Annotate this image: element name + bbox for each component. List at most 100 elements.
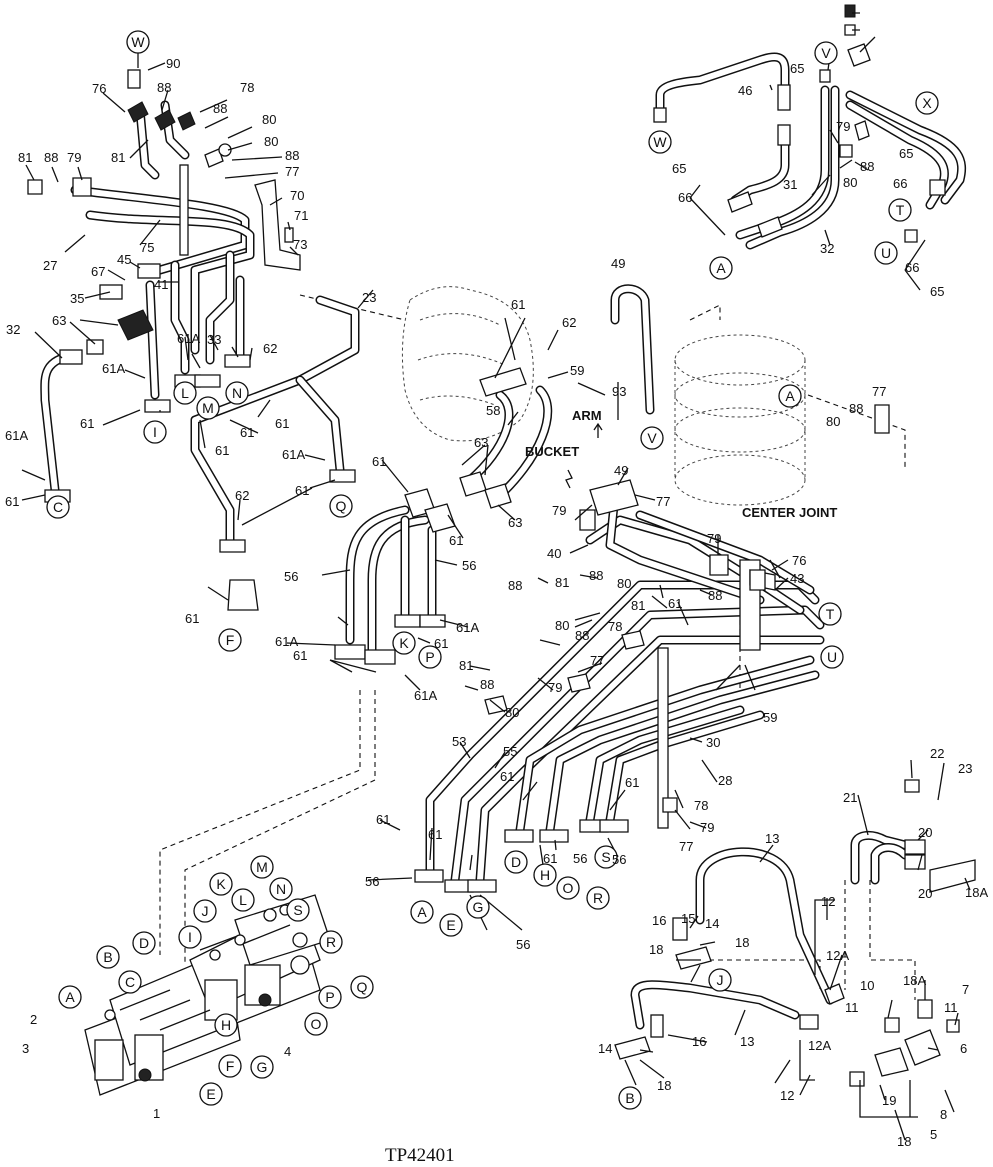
svg-text:61A: 61A [282, 447, 305, 462]
bubble-H-mid: H [533, 863, 557, 887]
svg-text:46: 46 [738, 83, 752, 98]
svg-text:40: 40 [547, 546, 561, 561]
svg-text:T: T [826, 606, 835, 622]
leader-center-joint [689, 304, 906, 470]
bucket-arrow [565, 469, 573, 489]
svg-text:81: 81 [555, 575, 569, 590]
bubble-I-left: I [143, 420, 167, 444]
bubble-U-top-right: U [874, 241, 898, 265]
svg-text:L: L [239, 892, 247, 908]
svg-text:B: B [625, 1090, 634, 1106]
letter-bubbles: W C I L M N Q F K P V A T U A E G D H O … [46, 30, 939, 1110]
svg-text:13: 13 [765, 831, 779, 846]
svg-text:88: 88 [849, 401, 863, 416]
svg-text:81: 81 [111, 150, 125, 165]
svg-text:59: 59 [763, 710, 777, 725]
svg-text:61: 61 [668, 596, 682, 611]
svg-text:79: 79 [707, 531, 721, 546]
svg-text:22: 22 [930, 746, 944, 761]
svg-text:Q: Q [336, 498, 347, 514]
svg-text:61: 61 [240, 425, 254, 440]
bubble-R-mid: R [586, 886, 610, 910]
control-valve [84, 894, 331, 1096]
bubble-P-valve: P [318, 985, 342, 1009]
svg-text:11: 11 [845, 1000, 859, 1015]
svg-text:P: P [425, 649, 434, 665]
svg-text:V: V [821, 45, 831, 61]
bubble-O-mid: O [556, 876, 580, 900]
svg-text:11: 11 [944, 1000, 958, 1015]
svg-text:80: 80 [262, 112, 276, 127]
svg-text:J: J [717, 972, 724, 988]
svg-text:61: 61 [293, 648, 307, 663]
part-number-labels: 90 76 88 78 88 80 80 88 77 70 71 73 81 8… [5, 56, 988, 1149]
svg-text:43: 43 [790, 571, 804, 586]
bubble-W-top-left: W [126, 30, 150, 54]
svg-text:32: 32 [6, 322, 20, 337]
svg-text:Q: Q [357, 979, 368, 995]
svg-text:7: 7 [962, 982, 969, 997]
svg-text:F: F [226, 1058, 235, 1074]
svg-text:61: 61 [275, 416, 289, 431]
bubble-F-left: F [218, 628, 242, 652]
svg-text:G: G [473, 899, 484, 915]
svg-text:30: 30 [706, 735, 720, 750]
svg-text:79: 79 [836, 119, 850, 134]
bubble-C-valve: C [118, 970, 142, 994]
svg-text:61: 61 [625, 775, 639, 790]
svg-text:E: E [206, 1086, 215, 1102]
bubble-O-valve: O [304, 1012, 328, 1036]
svg-text:63: 63 [52, 313, 66, 328]
svg-text:U: U [881, 245, 891, 261]
svg-text:56: 56 [462, 558, 476, 573]
svg-text:93: 93 [612, 384, 626, 399]
svg-text:18: 18 [897, 1134, 911, 1149]
label-arm: ARM [572, 408, 602, 423]
bubble-B-bottom-right: B [618, 1086, 642, 1110]
svg-text:23: 23 [362, 290, 376, 305]
svg-text:88: 88 [575, 628, 589, 643]
svg-text:77: 77 [872, 384, 886, 399]
svg-text:66: 66 [893, 176, 907, 191]
bubble-X-top-right: X [915, 91, 939, 115]
svg-text:63: 63 [474, 435, 488, 450]
svg-text:12: 12 [821, 894, 835, 909]
svg-text:70: 70 [290, 188, 304, 203]
svg-text:77: 77 [590, 653, 604, 668]
svg-text:88: 88 [213, 101, 227, 116]
bubble-P-mid: P [418, 645, 442, 669]
bubble-U-right: U [820, 645, 844, 669]
svg-text:I: I [153, 424, 157, 440]
bubble-L-valve: L [231, 888, 255, 912]
svg-text:T: T [896, 202, 905, 218]
label-bucket: BUCKET [525, 444, 579, 459]
svg-text:56: 56 [516, 937, 530, 952]
svg-text:78: 78 [608, 619, 622, 634]
svg-text:E: E [446, 917, 455, 933]
svg-text:61: 61 [449, 533, 463, 548]
svg-text:61A: 61A [5, 428, 28, 443]
svg-text:71: 71 [294, 208, 308, 223]
svg-text:61A: 61A [177, 331, 200, 346]
svg-text:88: 88 [44, 150, 58, 165]
svg-text:58: 58 [486, 403, 500, 418]
bubble-V-mid: V [640, 426, 664, 450]
svg-text:61: 61 [543, 851, 557, 866]
bubble-A-mid: A [410, 900, 434, 924]
bubble-F-valve: F [218, 1054, 242, 1078]
svg-text:18: 18 [657, 1078, 671, 1093]
bubble-E-valve: E [199, 1082, 223, 1106]
svg-text:8: 8 [940, 1107, 947, 1122]
svg-text:80: 80 [505, 705, 519, 720]
bubble-J-valve: J [193, 899, 217, 923]
svg-text:88: 88 [860, 159, 874, 174]
svg-text:20: 20 [918, 886, 932, 901]
hoses [40, 52, 967, 1030]
bubble-T-top-right: T [888, 198, 912, 222]
bubble-R-valve: R [319, 930, 343, 954]
svg-text:M: M [202, 400, 214, 416]
svg-text:61: 61 [511, 297, 525, 312]
svg-text:61: 61 [376, 812, 390, 827]
svg-text:L: L [181, 385, 189, 401]
